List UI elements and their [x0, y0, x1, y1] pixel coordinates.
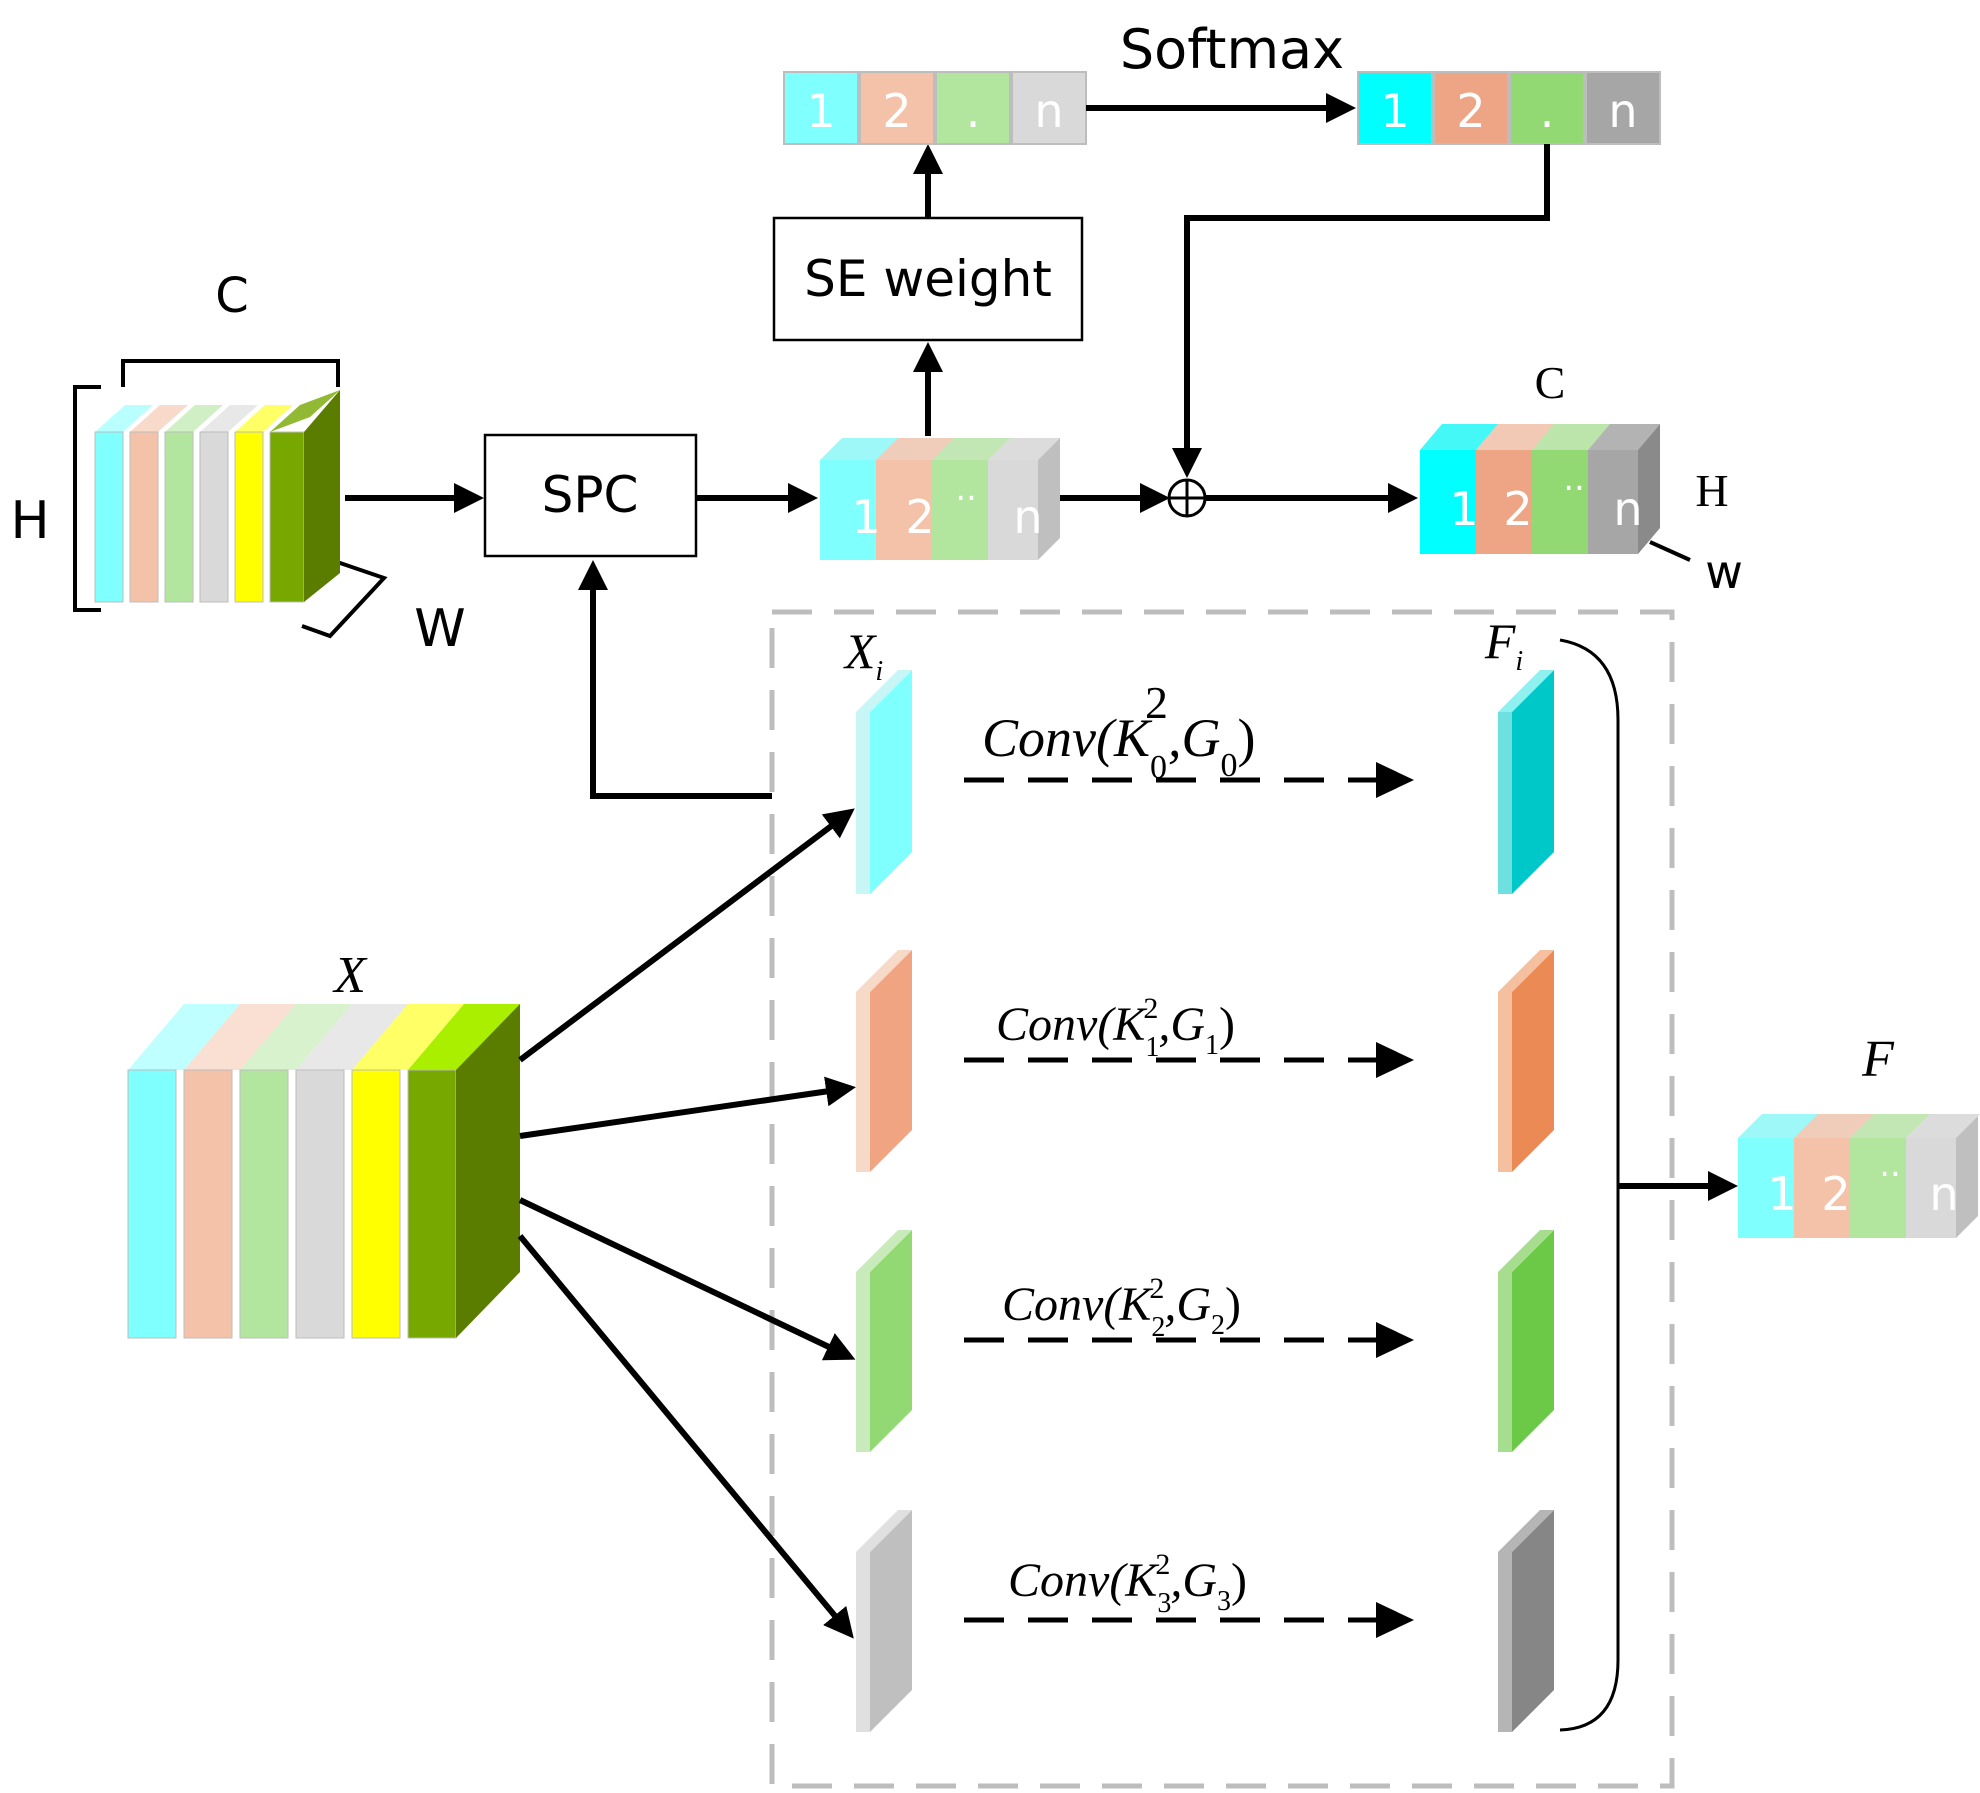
mid-cube-label-dots: .. — [955, 469, 977, 509]
h-bracket — [73, 385, 101, 612]
branch-input-slab-3 — [856, 1510, 912, 1732]
concat-brace — [1559, 638, 1620, 1732]
f-cube-label-n: n — [1929, 1167, 1958, 1221]
conv-branch-2: Conv(K22,G2) — [964, 1272, 1414, 1358]
branch-output-slab-0 — [1498, 670, 1554, 894]
conv-label-2: Conv(K22,G2) — [1002, 1272, 1241, 1343]
out-cube-label-2: 2 — [1503, 482, 1532, 536]
input-slab-1 — [94, 405, 153, 603]
vec1-slot-n: n — [1034, 84, 1063, 138]
spc-block: SPC — [483, 433, 698, 558]
f-cube-label-2: 2 — [1821, 1167, 1850, 1221]
softmax-weight-vector: 1 2 . n — [1357, 71, 1661, 145]
w-bracket — [301, 548, 388, 639]
f-label: F — [1861, 1031, 1895, 1088]
conv-label-3: Conv(K32,G3) — [1008, 1548, 1247, 1619]
input-slab-5 — [234, 405, 293, 603]
xi-label: Xi — [843, 623, 883, 687]
x-to-branch-1-arrow — [519, 1076, 856, 1139]
branch-input-slab-1 — [856, 950, 912, 1172]
f-cube-label-1: 1 — [1767, 1167, 1796, 1221]
spc-detail-frame — [769, 609, 1675, 1789]
input-x-feature-map: X — [127, 947, 520, 1339]
branch-output-slab-2 — [1498, 1230, 1554, 1452]
x-to-branch-0-arrow — [518, 808, 855, 1063]
out-c-label: C — [1535, 357, 1566, 408]
branch-input-slab-0 — [856, 670, 912, 894]
softmax-label: Softmax — [1120, 18, 1344, 81]
elementwise-product-operator — [1167, 478, 1207, 518]
spc-label: SPC — [542, 466, 639, 524]
input-w-label: W — [414, 599, 465, 659]
out-h-label: H — [1695, 465, 1728, 516]
f-cube-label-dots: .. — [1879, 1145, 1901, 1185]
input-slab-2 — [129, 405, 188, 603]
x-to-branch-3-arrow — [517, 1234, 854, 1639]
mid-cube-label-n: n — [1013, 490, 1042, 544]
se-weight-vector: 1 2 . n — [783, 71, 1087, 145]
out-cube-label-dots: .. — [1563, 459, 1585, 499]
mid-cube-label-2: 2 — [905, 490, 934, 544]
out-w-tick — [1649, 540, 1691, 562]
x-to-branch-2-arrow — [518, 1197, 856, 1361]
vec2-slot-n: n — [1608, 84, 1637, 138]
vec2-slot-dot: . — [1540, 84, 1555, 138]
conv-label-1: Conv(K12,G1) — [996, 992, 1235, 1063]
branch-output-slab-3 — [1498, 1510, 1554, 1732]
conv-branch-0: Conv(K02,G0) — [964, 677, 1414, 798]
c-bracket — [121, 359, 340, 387]
mid-cube-label-1: 1 — [851, 490, 880, 544]
output-f-cube: F 1 2 .. n — [1738, 1031, 1980, 1238]
vec2-slot-1: 1 — [1380, 84, 1409, 138]
input-slab-3 — [164, 405, 223, 603]
out-cube-label-n: n — [1613, 482, 1642, 536]
se-weight-label: SE weight — [804, 250, 1052, 308]
spc-output-cube: 1 2 .. n — [820, 438, 1060, 560]
conv-label-0: Conv(K02,G0) — [982, 677, 1255, 786]
x-label: X — [332, 947, 368, 1004]
vec1-slot-1: 1 — [806, 84, 835, 138]
output-cube-top: C 1 2 .. n H w — [1420, 357, 1743, 599]
branch-output-slab-1 — [1498, 950, 1554, 1172]
conv-branch-1: Conv(K12,G1) — [964, 992, 1414, 1078]
fi-label: Fi — [1484, 613, 1523, 677]
weights-to-oplus-arrow — [1172, 144, 1550, 478]
branch-input-slab-2 — [856, 1230, 912, 1452]
vec1-slot-dot: . — [966, 84, 981, 138]
vec1-slot-2: 2 — [882, 84, 911, 138]
input-c-label: C — [215, 268, 249, 324]
vec2-slot-2: 2 — [1456, 84, 1485, 138]
input-slab-4 — [199, 405, 258, 603]
conv-branch-3: Conv(K32,G3) — [964, 1548, 1414, 1638]
input-feature-map: C H W — [10, 268, 465, 659]
se-weight-block: SE weight — [772, 216, 1084, 342]
branch-to-spc-arrow — [578, 560, 772, 799]
input-slab-6 — [269, 390, 340, 603]
out-cube-label-1: 1 — [1449, 482, 1478, 536]
out-w-label: w — [1705, 545, 1743, 599]
input-h-label: H — [10, 491, 49, 551]
